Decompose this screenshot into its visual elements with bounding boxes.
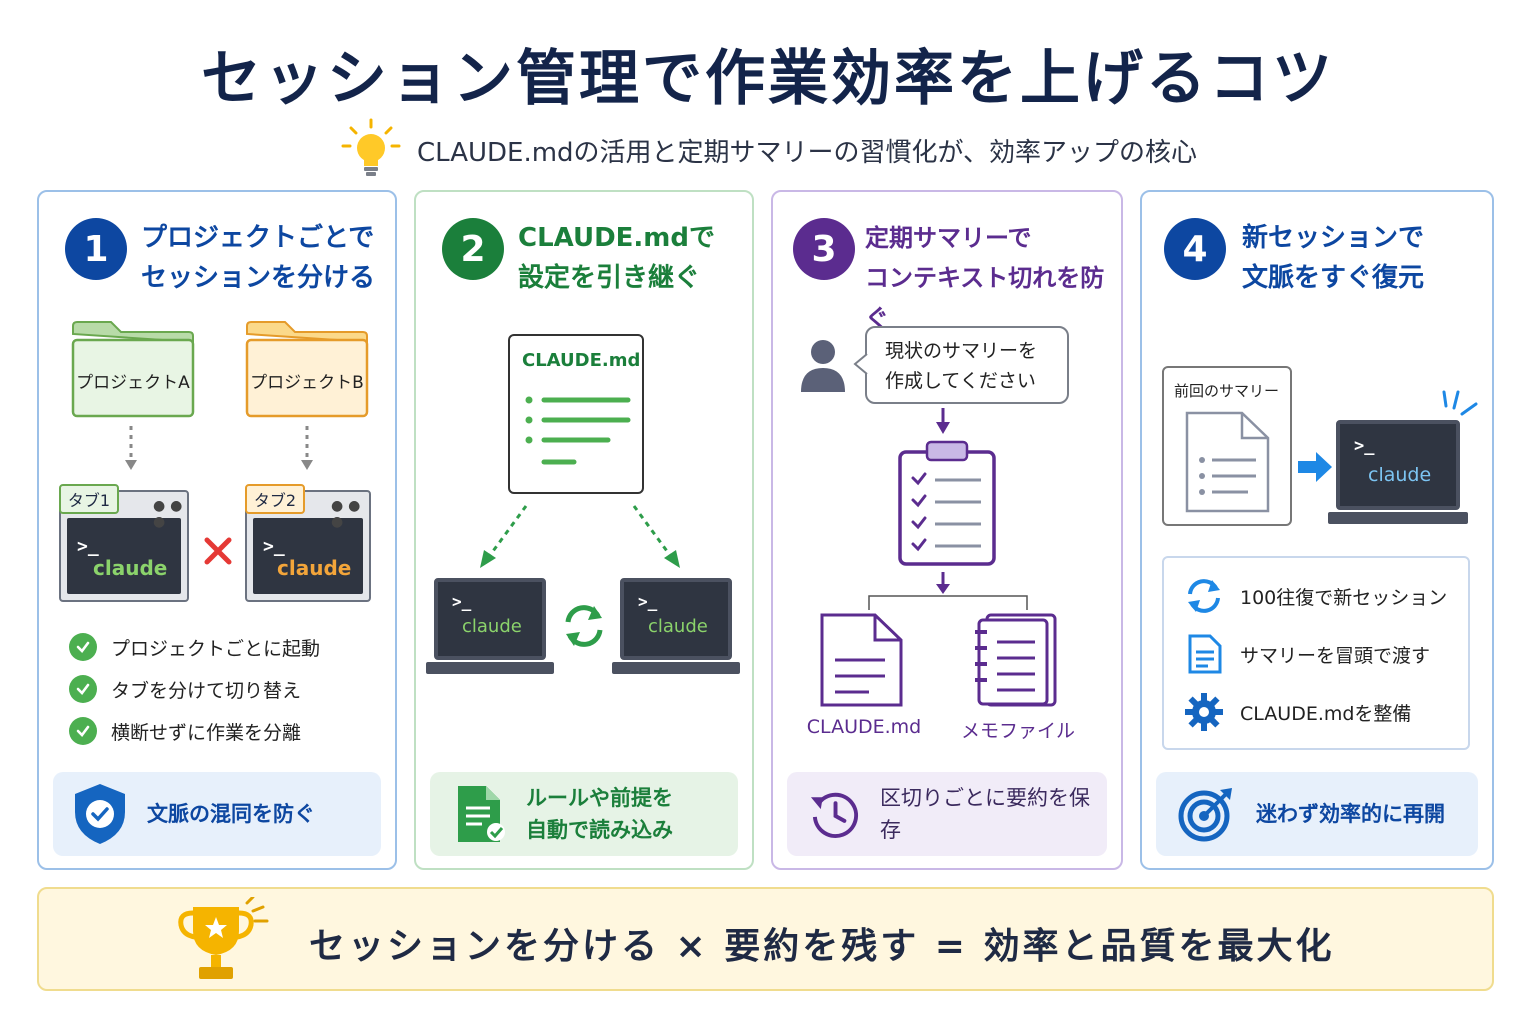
panel-footer: 文脈の混同を防ぐ bbox=[53, 772, 381, 856]
summary-banner: セッションを分ける × 要約を残す = 効率と品質を最大化 bbox=[37, 887, 1494, 991]
history-icon bbox=[810, 792, 859, 838]
list-item: CLAUDE.mdを整備 bbox=[1184, 692, 1411, 732]
feature-list: 100往復で新セッション サマリーを冒頭で渡す CLAUDE.mdを整備 bbox=[1162, 556, 1470, 750]
target-icon bbox=[1178, 788, 1232, 842]
list-item: タブを分けて切り替え bbox=[69, 668, 320, 710]
folder-icon bbox=[71, 321, 195, 418]
check-list: プロジェクトごとに起動 タブを分けて切り替え 横断せずに作業を分離 bbox=[69, 626, 320, 752]
panel-claude-md: 2 CLAUDE.mdで 設定を引き継ぐ CLAUDE.md >_ claude… bbox=[414, 190, 754, 870]
terminal-prompt: >_ bbox=[638, 592, 658, 611]
folder-icon bbox=[245, 321, 369, 418]
panel-title: プロジェクトごとで セッションを分ける bbox=[141, 223, 376, 293]
check-icon bbox=[69, 633, 97, 661]
summary-text: セッションを分ける × 要約を残す = 効率と品質を最大化 bbox=[309, 926, 1335, 967]
summary-label: 前回のサマリー bbox=[1174, 382, 1280, 400]
check-icon bbox=[69, 675, 97, 703]
laptop-text: claude bbox=[1368, 464, 1432, 486]
summary-card: 前回のサマリー bbox=[1162, 366, 1292, 526]
tab-label-2: タブ2 bbox=[245, 484, 305, 514]
list-item: サマリーを冒頭で渡す bbox=[1184, 634, 1430, 674]
terminal-prompt: >_ bbox=[452, 592, 472, 611]
terminal-prompt: >_ bbox=[1354, 436, 1375, 456]
step-number: 1 bbox=[65, 218, 127, 280]
subtitle-row: CLAUDE.mdの活用と定期サマリーの習慣化が、効率アップの核心 bbox=[0, 118, 1536, 182]
laptop-icon: >_ claude bbox=[1328, 420, 1468, 524]
doc-label: CLAUDE.md bbox=[522, 350, 641, 371]
step-number: 2 bbox=[442, 218, 504, 280]
panel-footer: 迷わず効率的に再開 bbox=[1156, 772, 1478, 856]
terminal-prompt: >_ bbox=[77, 536, 99, 557]
file-icon bbox=[820, 613, 903, 707]
lightbulb-icon bbox=[341, 118, 401, 176]
subtitle: CLAUDE.mdの活用と定期サマリーの習慣化が、効率アップの核心 bbox=[416, 137, 1198, 168]
panel-title: CLAUDE.mdで 設定を引き継ぐ bbox=[518, 223, 716, 293]
arrow-down-icon bbox=[125, 426, 137, 470]
terminal-text: claude bbox=[93, 556, 168, 580]
panel-periodic-summary: 3 定期サマリーで コンテキスト切れを防ぐ 現状のサマリーを 作成してください … bbox=[771, 190, 1123, 870]
arrow-right-icon bbox=[1298, 452, 1332, 482]
doc-icon bbox=[1185, 411, 1270, 513]
sync-icon bbox=[565, 605, 603, 647]
output-label: メモファイル bbox=[960, 720, 1075, 742]
step-number: 4 bbox=[1164, 218, 1226, 280]
arrow-down-icon bbox=[936, 408, 950, 434]
trophy-icon bbox=[178, 897, 269, 979]
notebook-icon bbox=[975, 613, 1057, 707]
list-item: プロジェクトごとに起動 bbox=[69, 626, 320, 668]
document-icon: CLAUDE.md bbox=[508, 334, 644, 494]
folder-label-a: プロジェクトA bbox=[76, 373, 190, 393]
panel-footer: ルールや前提を 自動で読み込み bbox=[430, 772, 738, 856]
list-item: 横断せずに作業を分離 bbox=[69, 710, 320, 752]
document-check-icon bbox=[458, 786, 505, 842]
shield-icon bbox=[75, 784, 125, 844]
branch-lines bbox=[868, 572, 1028, 610]
panel-title: 定期サマリーで コンテキスト切れを防ぐ bbox=[865, 224, 1105, 332]
refresh-icon bbox=[1188, 579, 1220, 613]
step-number: 3 bbox=[793, 218, 855, 280]
panel-footer: 区切りごとに要約を保存 bbox=[787, 772, 1107, 856]
terminal-window-2: >_ claude ● ● ● bbox=[245, 490, 371, 602]
gear-icon bbox=[1185, 693, 1223, 731]
output-label: CLAUDE.md bbox=[806, 716, 922, 738]
arrows-icon bbox=[480, 505, 680, 568]
list-item: 100往復で新セッション bbox=[1184, 576, 1447, 616]
panel-project-sessions: 1 プロジェクトごとで セッションを分ける プロジェクトA プロジェクトB >_… bbox=[37, 190, 397, 870]
check-icon bbox=[69, 717, 97, 745]
arrow-down-icon bbox=[301, 426, 313, 470]
cross-icon bbox=[204, 537, 232, 565]
footer-text: ルールや前提を 自動で読み込み bbox=[526, 786, 673, 842]
terminal-text: claude bbox=[277, 556, 352, 580]
clipboard-icon bbox=[898, 440, 996, 566]
laptop-icon: >_ claude bbox=[426, 578, 554, 674]
sparkle-icon bbox=[1442, 390, 1478, 416]
user-icon bbox=[801, 340, 845, 392]
doc-icon bbox=[1188, 634, 1222, 674]
panel-new-session: 4 新セッションで 文脈をすぐ復元 前回のサマリー >_ claude 100往… bbox=[1140, 190, 1494, 870]
tab-label-1: タブ1 bbox=[59, 484, 119, 514]
panel-title: 新セッションで 文脈をすぐ復元 bbox=[1242, 223, 1425, 293]
footer-text: 区切りごとに要約を保存 bbox=[880, 786, 1091, 842]
footer-text: 迷わず効率的に再開 bbox=[1256, 802, 1445, 826]
terminal-prompt: >_ bbox=[263, 536, 285, 557]
page-title: セッション管理で作業効率を上げるコツ bbox=[201, 44, 1335, 114]
speech-text: 現状のサマリーを 作成してください bbox=[885, 340, 1038, 392]
speech-bubble: 現状のサマリーを 作成してください bbox=[865, 326, 1069, 404]
laptop-text: claude bbox=[648, 616, 708, 637]
footer-text: 文脈の混同を防ぐ bbox=[147, 802, 315, 826]
laptop-text: claude bbox=[462, 616, 522, 637]
folder-label-b: プロジェクトB bbox=[250, 373, 364, 393]
laptop-icon: >_ claude bbox=[612, 578, 740, 674]
